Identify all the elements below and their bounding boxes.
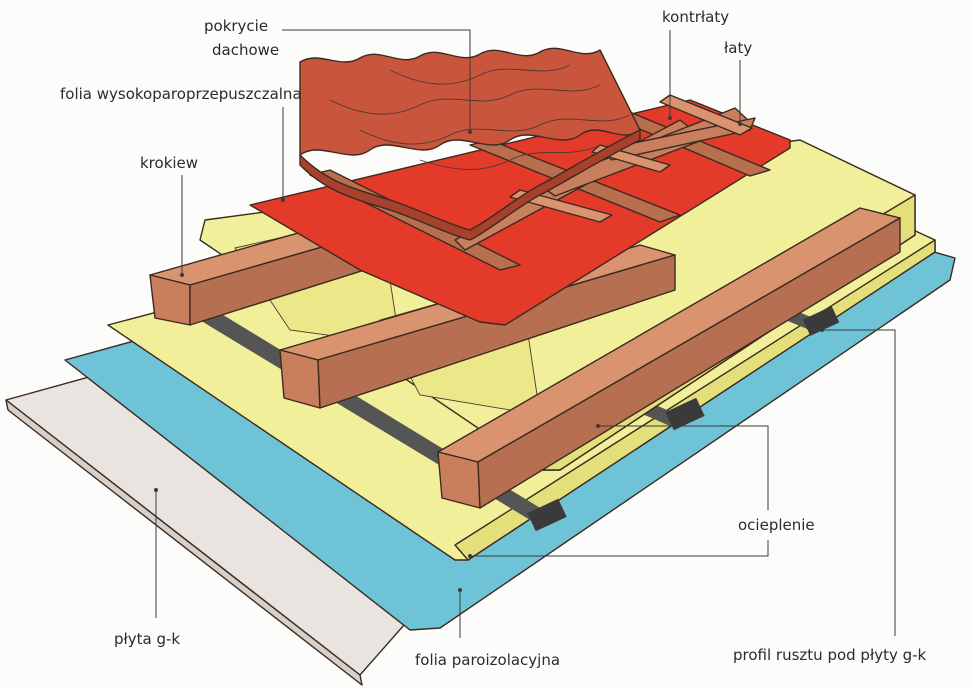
profile-clip-3 (802, 306, 840, 336)
label-counter-battens: kontrłaty (662, 8, 729, 26)
label-roof-covering-line2: dachowe (212, 41, 279, 59)
leader-insulation-lower (470, 540, 769, 557)
label-rafter: krokiew (140, 154, 198, 172)
leader-profile (822, 329, 896, 636)
leader-roof-covering (282, 29, 471, 132)
leader-insulation-upper (598, 425, 769, 510)
label-roof-covering-line1: pokrycie (204, 17, 268, 35)
profile-clip-1 (527, 498, 567, 532)
label-vapour-barrier: folia paroizolacyjna (415, 651, 560, 669)
rafter-3 (437, 207, 901, 509)
profile-clip-2 (665, 397, 705, 431)
label-breathable-membrane: folia wysokoparoprzepuszczalna (60, 85, 302, 103)
label-insulation: ocieplenie (738, 516, 815, 534)
battens (454, 94, 756, 251)
label-plasterboard-profile: profil rusztu pod płyty g-k (733, 646, 927, 664)
diagram-labels: pokrycie dachowe kontrłaty łaty folia wy… (60, 8, 927, 669)
label-battens: łaty (724, 39, 752, 57)
leader-lines (154, 29, 896, 638)
label-plasterboard: płyta g-k (114, 630, 180, 648)
